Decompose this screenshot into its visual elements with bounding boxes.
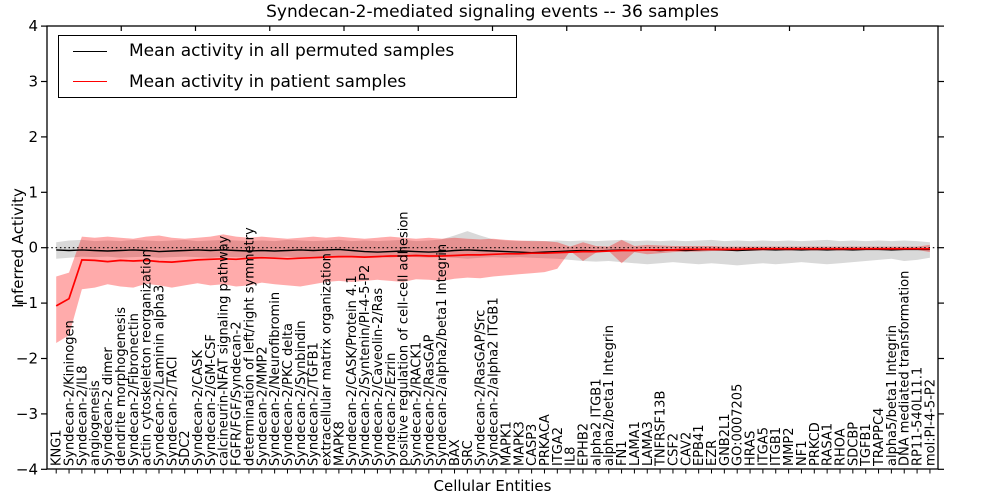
x-tick-label: angiogenesis: [88, 380, 103, 466]
x-tick-label: alpha5/beta1 Integrin: [885, 325, 900, 466]
x-tick-label: RP11-540L11.1: [911, 367, 926, 466]
legend-label-patient: Mean activity in patient samples: [129, 71, 407, 92]
x-tick-label: Syndecan-2 dimer: [101, 347, 116, 466]
y-axis-label: Inferred Activity: [9, 188, 27, 308]
x-tick-label: Syndecan-2/PKC delta: [281, 323, 296, 466]
x-tick-label: extracellular matrix organization: [320, 253, 335, 466]
x-tick-label: Syndecan-2/Syntenin/PI-4-5-P2: [358, 265, 373, 466]
x-tick-label: Syndecan-2/GM-CSF: [204, 334, 219, 466]
x-tick-label: MAPK1: [499, 421, 514, 466]
x-tick-label: FGFR/FGF/Syndecan-2: [230, 321, 245, 466]
x-tick-label: CSF2: [666, 433, 681, 466]
chart-title: Syndecan-2-mediated signaling events -- …: [266, 2, 719, 22]
x-tick-label: DNA mediated transformation: [898, 271, 913, 466]
y-tick-label: 2: [28, 128, 38, 146]
x-tick-label: HRAS: [744, 431, 759, 466]
x-tick-label: IL8: [564, 447, 579, 466]
x-tick-label: mol:PI-4-5-P2: [923, 379, 938, 466]
x-tick-label: GNB2L1: [718, 413, 733, 466]
x-tick-label: Syndecan-2/Caveolin-2/Ras: [371, 288, 386, 466]
x-tick-label: LAMA3: [641, 421, 656, 466]
x-tick-label: determination of left/right symmetry: [242, 227, 257, 466]
x-tick-label: Syndecan-2/RACK1: [409, 342, 424, 466]
y-tick-label: 3: [28, 73, 38, 91]
x-tick-label: KNG1: [50, 429, 65, 466]
x-tick-label: BAX: [448, 439, 463, 466]
x-tick-label: Syndecan-2/MMP2: [255, 346, 270, 466]
legend: Mean activity in all permuted samples Me…: [58, 35, 517, 98]
x-tick-label: positive regulation of cell-cell adhesio…: [397, 211, 412, 466]
y-tick-label: −2: [16, 350, 38, 368]
x-tick-label: calcineurin-NFAT signaling pathway: [217, 235, 232, 466]
legend-item-permuted: Mean activity in all permuted samples: [73, 41, 516, 61]
y-tick-label: 0: [28, 239, 38, 257]
legend-item-patient: Mean activity in patient samples: [73, 72, 516, 92]
x-tick-label: NF1: [795, 441, 810, 466]
x-tick-label: RASA1: [821, 423, 836, 466]
x-tick-label: Syndecan-2/CASK/Protein 4.1: [345, 275, 360, 466]
y-tick-label: −1: [16, 294, 38, 312]
x-tick-label: actin cytoskeleton reorganization: [140, 249, 155, 466]
confidence-band-patient: [56, 234, 930, 343]
x-tick-label: Syndecan-2/Ezrin: [384, 353, 399, 466]
x-tick-label: Syndecan-2/TGFB1: [307, 342, 322, 466]
x-tick-label: EPHB2: [577, 423, 592, 466]
mean-line-patient: [55, 247, 930, 307]
x-tick-label: CASP3: [525, 424, 540, 466]
x-tick-label: CAV2: [679, 432, 694, 466]
x-tick-label: LAMA1: [628, 421, 643, 466]
x-tick-label: Syndecan-2/alpha2 ITGB1: [487, 297, 502, 466]
x-tick-label: RHOA: [833, 428, 848, 466]
x-tick-label: SRC: [461, 440, 476, 466]
x-tick-label: Syndecan-2/Synbindin: [294, 320, 309, 466]
x-tick-label: ITGB1: [769, 427, 784, 466]
y-tick-label: 1: [28, 183, 38, 201]
x-tick-label: MMP2: [782, 427, 797, 466]
x-tick-label: MAPK8: [332, 421, 347, 466]
x-tick-label: Syndecan-2/alpha2/beta1 Integrin: [435, 244, 450, 466]
x-tick-label: TRAPPC4: [872, 408, 887, 467]
x-tick-label: Syndecan-2/RasGAP/Src: [474, 310, 489, 466]
x-tick-label: MAPK3: [512, 421, 527, 466]
x-tick-label: Syndecan-2/TACI: [165, 356, 180, 466]
x-tick-label: PRKCD: [808, 422, 823, 466]
x-tick-label: PRKACA: [538, 414, 553, 466]
x-tick-label: Syndecan-2/Laminin alpha3: [152, 285, 167, 466]
x-tick-label: ITGA2: [551, 427, 566, 466]
confidence-band-permuted: [56, 231, 930, 266]
x-tick-label: dendrite morphogenesis: [114, 307, 129, 466]
legend-label-permuted: Mean activity in all permuted samples: [129, 41, 455, 62]
x-tick-label: EZR: [705, 440, 720, 466]
x-tick-label: TNFRSF13B: [654, 391, 669, 467]
x-axis-label: Cellular Entities: [433, 477, 552, 495]
x-tick-label: alpha2 ITGB1: [589, 379, 604, 466]
y-tick-label: −3: [16, 405, 38, 423]
x-tick-label: Syndecan-2/IL8: [75, 366, 90, 466]
x-tick-label: SDC2: [178, 430, 193, 466]
x-tick-label: Syndecan-2/Fibronectin: [127, 313, 142, 466]
x-tick-label: Syndecan-2/CASK: [191, 350, 206, 466]
x-tick-label: alpha2/beta1 Integrin: [602, 325, 617, 466]
legend-line-red-icon: [73, 81, 107, 83]
x-tick-label: Syndecan-2/RasGAP: [422, 334, 437, 466]
legend-line-black-icon: [73, 50, 107, 52]
x-tick-label: SDCBP: [846, 422, 861, 466]
x-tick-label: ITGA5: [756, 427, 771, 466]
x-tick-label: Syndecan-2/Neurofibromin: [268, 292, 283, 466]
x-tick-label: TGFB1: [859, 423, 874, 467]
x-tick-label: GO:0007205: [731, 384, 746, 466]
x-tick-label: EPB41: [692, 424, 707, 466]
x-tick-label: FN1: [615, 441, 630, 466]
y-tick-label: 4: [28, 17, 38, 35]
x-tick-label: Syndecan-2/Kininogen: [63, 320, 78, 466]
y-tick-label: −4: [16, 460, 38, 478]
